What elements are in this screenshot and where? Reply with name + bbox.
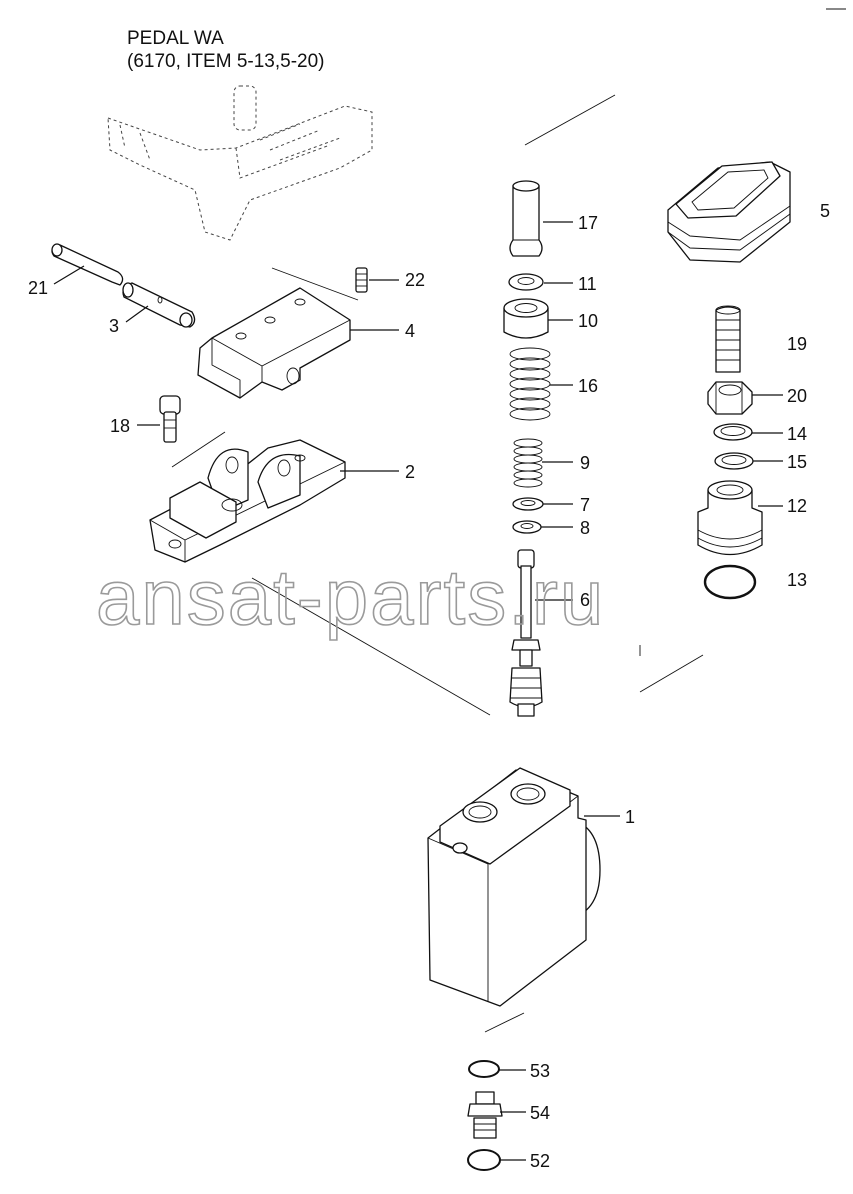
callout-21: 21 xyxy=(28,278,48,298)
callout-12: 12 xyxy=(787,496,807,516)
part-15-ring xyxy=(714,452,754,470)
part-11-washer xyxy=(508,273,544,291)
callout-5: 5 xyxy=(820,201,830,221)
callout-9: 9 xyxy=(580,453,590,473)
callout-20: 20 xyxy=(787,386,807,406)
part-21-pin xyxy=(51,243,124,286)
part-5-boot xyxy=(667,161,791,263)
callout-53: 53 xyxy=(530,1061,550,1081)
part-17-plunger xyxy=(509,180,543,257)
callout-10: 10 xyxy=(578,311,598,331)
part-6-valve-stem xyxy=(509,549,543,717)
part-10-bushing xyxy=(503,298,549,339)
callout-2: 2 xyxy=(405,462,415,482)
part-12-housing xyxy=(697,480,763,556)
leader-lines xyxy=(53,221,783,1161)
part-3-sleeve xyxy=(122,282,196,328)
part-54-fitting xyxy=(467,1091,503,1139)
watermark: ansat-parts.ru xyxy=(96,553,605,641)
callout-54: 54 xyxy=(530,1103,550,1123)
part-14-ring xyxy=(713,423,753,441)
callout-13: 13 xyxy=(787,570,807,590)
title-line-2: (6170, ITEM 5-13,5-20) xyxy=(127,51,324,72)
part-19-stud xyxy=(715,305,741,373)
part-9-spring xyxy=(513,438,543,488)
callout-17: 17 xyxy=(578,213,598,233)
part-20-nut xyxy=(707,381,753,415)
part-16-spring xyxy=(509,347,551,421)
callout-14: 14 xyxy=(787,424,807,444)
callout-4: 4 xyxy=(405,321,415,341)
callout-15: 15 xyxy=(787,452,807,472)
part-1-valve-body xyxy=(427,767,601,1007)
callout-6: 6 xyxy=(580,590,590,610)
part-22-set-screw xyxy=(355,267,368,293)
callout-1: 1 xyxy=(625,807,635,827)
part-53-o-ring xyxy=(468,1060,500,1078)
callout-11: 11 xyxy=(578,274,597,294)
part-52-o-ring xyxy=(467,1149,501,1171)
part-18-bolt xyxy=(159,395,181,443)
callout-19: 19 xyxy=(787,334,807,354)
callout-7: 7 xyxy=(580,495,590,515)
part-13-o-ring xyxy=(703,564,757,600)
part-2-lower-bracket xyxy=(149,439,346,563)
callout-18: 18 xyxy=(110,416,130,436)
callout-3: 3 xyxy=(109,316,119,336)
callout-22: 22 xyxy=(405,270,425,290)
callout-16: 16 xyxy=(578,376,598,396)
part-7-washer xyxy=(512,497,544,511)
callout-52: 52 xyxy=(530,1151,550,1171)
part-8-washer xyxy=(512,520,542,534)
callout-8: 8 xyxy=(580,518,590,538)
construction-lines xyxy=(171,94,704,1033)
part-4-upper-bracket xyxy=(197,287,351,399)
title-line-1: PEDAL WA xyxy=(127,28,224,49)
pedal-reference-drawing xyxy=(107,85,373,241)
